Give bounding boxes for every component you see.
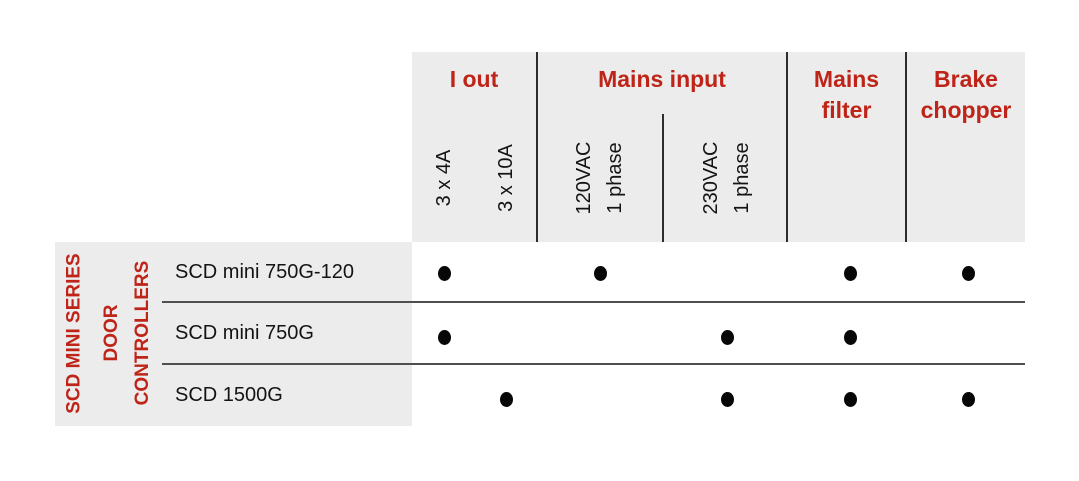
row-divider-2 — [162, 363, 1025, 365]
subcolumn-label-line: 1 phase — [604, 142, 626, 214]
subcolumn-label-230vac-1phase: 230VAC 1 phase — [689, 118, 765, 238]
group-header-mains-filter: Mains filter — [813, 66, 880, 123]
feature-dot-icon — [438, 266, 451, 281]
row-label-scd-1500g: SCD 1500G — [175, 383, 283, 406]
feature-dot-icon — [500, 392, 513, 407]
subcolumn-label-line: 3 x 4A — [432, 149, 455, 207]
feature-dot-icon — [438, 330, 451, 345]
subcolumn-label-line: 120VAC — [573, 141, 595, 215]
column-header-panel — [412, 52, 1025, 242]
side-header-category: DOOR CONTROLLERS — [96, 228, 158, 438]
group-header-i-out: I out — [449, 66, 499, 92]
subcolumn-label-line: 1 phase — [731, 142, 753, 214]
group-header-mains-input: Mains input — [598, 66, 726, 92]
separator-iout-mainsinput — [536, 52, 538, 242]
feature-dot-icon — [721, 330, 734, 345]
side-header-category-line: CONTROLLERS — [132, 260, 153, 406]
feature-dot-icon — [721, 392, 734, 407]
feature-dot-icon — [962, 392, 975, 407]
feature-dot-icon — [594, 266, 607, 281]
feature-dot-icon — [962, 266, 975, 281]
side-header-series: SCD MINI SERIES — [63, 253, 85, 414]
separator-mainsinput-mainsfilter — [786, 52, 788, 242]
row-header-panel — [55, 242, 412, 426]
subcolumn-label-120vac-1phase: 120VAC 1 phase — [562, 118, 638, 238]
separator-mainsfilter-brakechopper — [905, 52, 907, 242]
feature-dot-icon — [844, 266, 857, 281]
row-label-scd-mini-750g: SCD mini 750G — [175, 321, 314, 344]
row-divider-1 — [162, 301, 1025, 303]
feature-dot-icon — [844, 392, 857, 407]
subcolumn-label-line: 3 x 10A — [494, 144, 517, 212]
side-header-category-line: DOOR — [101, 304, 122, 362]
subcolumn-label-3x10a: 3 x 10A — [468, 118, 544, 238]
row-label-scd-mini-750g-120: SCD mini 750G-120 — [175, 260, 354, 283]
feature-dot-icon — [844, 330, 857, 345]
group-header-brake-chopper: Brake chopper — [920, 66, 1012, 123]
subcolumn-label-line: 230VAC — [700, 141, 722, 215]
separator-120vac-230vac — [662, 114, 664, 242]
